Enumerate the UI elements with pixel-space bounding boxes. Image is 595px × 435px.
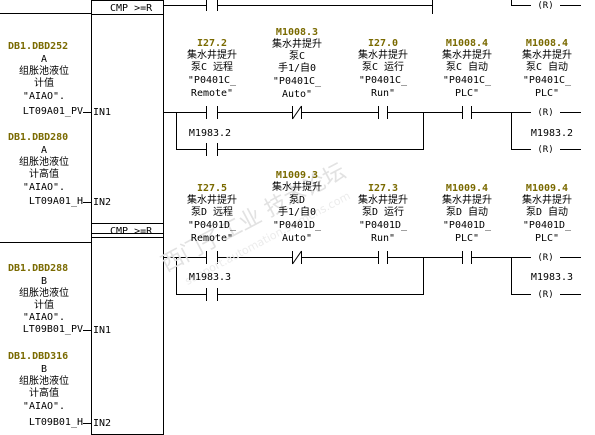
operand-address[interactable]: DB1.DBD280: [8, 132, 69, 143]
coil-symbol: "P0401C_: [522, 75, 572, 86]
contact-symbol: "P0401D_: [272, 220, 322, 231]
contact-address[interactable]: M1009.3: [275, 170, 319, 181]
contact-comment: 泵C: [288, 51, 306, 62]
contact-comment: 集水井提升: [187, 50, 237, 61]
pin-in2: IN2: [93, 197, 112, 208]
contact-symbol: Auto": [281, 89, 313, 100]
contact-comment: 集水井提升: [358, 195, 408, 206]
contact-address[interactable]: M1008.3: [275, 27, 319, 38]
contact-symbol: Auto": [281, 233, 313, 244]
operand-address[interactable]: DB1.DBD252: [8, 41, 69, 52]
operand-symbol: LT09A01_PV: [22, 106, 83, 117]
contact-address[interactable]: M1009.4: [445, 183, 489, 194]
coil-comment: 集水井提升: [522, 195, 572, 206]
cmp-title: CMP >=R: [110, 3, 153, 14]
pin-in2: IN2: [93, 418, 112, 429]
coil-type-label: R: [542, 253, 549, 263]
operand-symbol: "AIAO".: [22, 312, 66, 323]
operand-comment: 计值: [34, 300, 54, 311]
contact-comment: 泵C 自动: [445, 62, 489, 73]
coil-type-label: R: [542, 1, 549, 11]
contact-symbol: "P0401C_: [272, 76, 322, 87]
contact-symbol: "P0401D_: [358, 220, 408, 231]
operand-comment: 组胀池液位: [19, 288, 69, 299]
contact-address[interactable]: I27.0: [367, 38, 399, 49]
operand-symbol: "AIAO".: [22, 91, 66, 102]
operand-address[interactable]: DB1.DBD288: [8, 263, 69, 274]
contact-symbol: Remote": [190, 88, 234, 99]
contact-symbol: Run": [370, 233, 396, 244]
coil-comment: 泵D 自动: [525, 207, 569, 218]
coil-reset[interactable]: (R): [537, 253, 554, 263]
cmp-box-1[interactable]: [91, 0, 164, 234]
contact-comment: 集水井提升: [442, 50, 492, 61]
contact-comment: 手1/自0: [277, 207, 317, 218]
operand-symbol: "AIAO".: [22, 401, 66, 412]
contact-comment: 集水井提升: [442, 195, 492, 206]
contact-comment: 集水井提升: [272, 182, 322, 193]
contact-comment: 泵C 运行: [361, 62, 405, 73]
coil-type-label: R: [542, 145, 549, 155]
contact-address[interactable]: M1008.4: [445, 38, 489, 49]
pin-in1: IN1: [93, 107, 112, 118]
operand-address[interactable]: DB1.DBD316: [8, 351, 69, 362]
contact-address[interactable]: M1983.3: [188, 272, 232, 283]
operand-comment: 组胀池液位: [19, 376, 69, 387]
operand-comment: 组胀池液位: [19, 157, 69, 168]
coil-reset[interactable]: (R): [537, 145, 554, 155]
operand-comment: 组胀池液位: [19, 66, 69, 77]
contact-comment: 泵D: [288, 195, 306, 206]
coil-address[interactable]: M1008.4: [525, 38, 569, 49]
coil-reset[interactable]: (R): [537, 290, 554, 300]
pin-in1: IN1: [93, 325, 112, 336]
operand-comment: 计高值: [29, 388, 59, 399]
coil-comment: 泵C 自动: [525, 62, 569, 73]
contact-comment: 集水井提升: [272, 39, 322, 50]
contact-comment: 集水井提升: [187, 195, 237, 206]
contact-symbol: PLC": [454, 233, 480, 244]
contact-address[interactable]: I27.2: [196, 38, 228, 49]
contact-symbol: "P0401C_: [442, 75, 492, 86]
operand-symbol: B: [40, 364, 48, 375]
operand-symbol: A: [40, 145, 48, 156]
coil-reset[interactable]: (R): [537, 108, 554, 118]
operand-symbol: LT09B01_PV: [22, 324, 83, 335]
contact-address[interactable]: M1983.2: [188, 128, 232, 139]
contact-address[interactable]: I27.5: [196, 183, 228, 194]
contact-symbol: "P0401D_: [442, 220, 492, 231]
coil-address[interactable]: M1009.4: [525, 183, 569, 194]
contact-comment: 泵D 运行: [361, 207, 405, 218]
cmp-title: CMP >=R: [110, 226, 153, 237]
contact-symbol: "P0401D_: [187, 220, 237, 231]
contact-symbol: PLC": [454, 88, 480, 99]
operand-comment: 计值: [34, 78, 54, 89]
operand-symbol: LT09A01_H: [28, 196, 83, 207]
coil-address[interactable]: M1983.3: [530, 272, 574, 283]
contact-comment: 泵C 远程: [190, 62, 234, 73]
coil-type-label: R: [542, 290, 549, 300]
coil-symbol: "P0401D_: [522, 220, 572, 231]
coil-comment: 集水井提升: [522, 50, 572, 61]
coil-address[interactable]: M1983.2: [530, 128, 574, 139]
operand-symbol: B: [40, 276, 48, 287]
contact-comment: 泵D 远程: [190, 207, 234, 218]
operand-symbol: "AIAO".: [22, 182, 66, 193]
coil-symbol: PLC": [534, 88, 560, 99]
contact-symbol: Run": [370, 88, 396, 99]
contact-comment: 集水井提升: [358, 50, 408, 61]
contact-comment: 手1/自0: [277, 63, 317, 74]
contact-symbol: "P0401C_: [187, 75, 237, 86]
coil-top[interactable]: (R): [537, 1, 554, 11]
coil-type-label: R: [542, 108, 549, 118]
contact-symbol: "P0401C_: [358, 75, 408, 86]
coil-symbol: PLC": [534, 233, 560, 244]
operand-symbol: A: [40, 54, 48, 65]
contact-comment: 泵D 自动: [445, 207, 489, 218]
contact-symbol: Remote": [190, 233, 234, 244]
contact-address[interactable]: I27.3: [367, 183, 399, 194]
operand-comment: 计高值: [29, 169, 59, 180]
operand-symbol: LT09B01_H: [28, 417, 83, 428]
